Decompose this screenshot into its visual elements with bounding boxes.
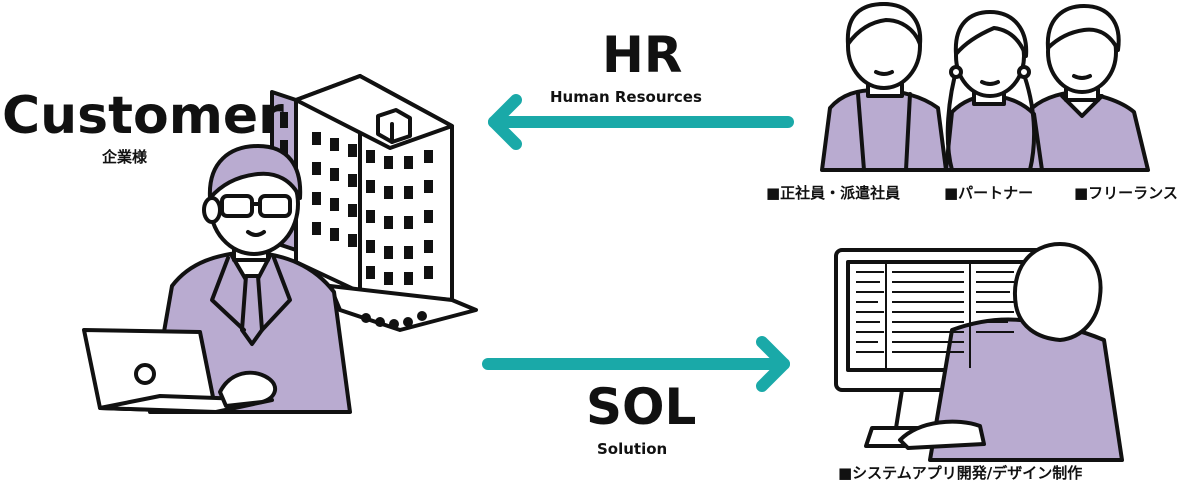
building-windows — [280, 112, 433, 329]
worker-category-partners: ■パートナー — [944, 184, 1034, 202]
hr-arrow — [488, 94, 794, 150]
sol-title: SOL — [586, 378, 697, 436]
people-group-icon — [820, 2, 1150, 172]
monitor-code-lines — [856, 264, 1014, 368]
hr-subtitle: Human Resources — [550, 88, 702, 106]
customer-title: Customer — [2, 86, 284, 146]
worker-category-employees: ■正社員・派遣社員 — [766, 184, 901, 202]
businessman-laptop-icon — [82, 144, 352, 414]
sol-arrow — [482, 336, 790, 392]
hr-title: HR — [602, 26, 683, 84]
customer-subtitle: 企業様 — [102, 148, 148, 166]
developer-monitor-icon — [834, 242, 1124, 462]
sol-subtitle: Solution — [597, 440, 668, 458]
worker-category-freelance: ■フリーランス — [1074, 184, 1178, 202]
solution-caption: ■システムアプリ開発/デザイン制作 — [838, 464, 1083, 482]
